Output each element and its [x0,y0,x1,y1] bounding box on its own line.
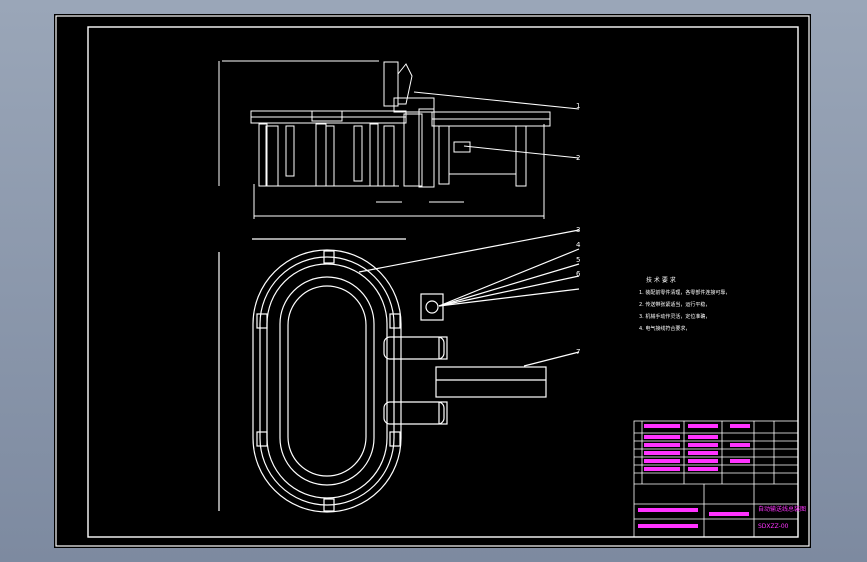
callout-3: 3 [576,226,580,234]
callout-1: 1 [576,102,580,110]
technical-notes: 技 术 要 求 1. 装配前零件清理，各零部件连接可靠， 2. 传送带张紧适当，… [639,276,730,332]
note-line-3: 3. 机械手动作灵活，定位准确， [639,313,710,320]
inner-frame [87,26,799,538]
callout-7: 7 [576,348,580,356]
callout-6: 6 [576,270,581,278]
callout-4: 4 [576,241,581,249]
drawing-name: 自动输送线总装图 [758,505,806,513]
note-line-1: 1. 装配前零件清理，各零部件连接可靠， [639,289,730,296]
cad-viewport[interactable]: 1 2 3 4 5 6 7 技 术 要 求 1. 装配前零件清理，各零部件连接可… [54,14,811,548]
drawing-number: SDXZZ-00 [758,523,789,530]
title-block [633,420,799,538]
plan-view [218,229,580,513]
callout-5: 5 [576,256,580,264]
note-line-2: 2. 传送带张紧适当，运行平稳， [639,301,710,308]
elevation-view [218,60,580,219]
note-line-4: 4. 电气接线符合要求， [639,325,690,332]
parts-list-highlights [638,424,750,528]
callout-2: 2 [576,154,580,162]
notes-title: 技 术 要 求 [646,276,676,284]
outer-border [55,15,810,547]
drawing-canvas: 1 2 3 4 5 6 7 技 术 要 求 1. 装配前零件清理，各零部件连接可… [55,15,810,547]
